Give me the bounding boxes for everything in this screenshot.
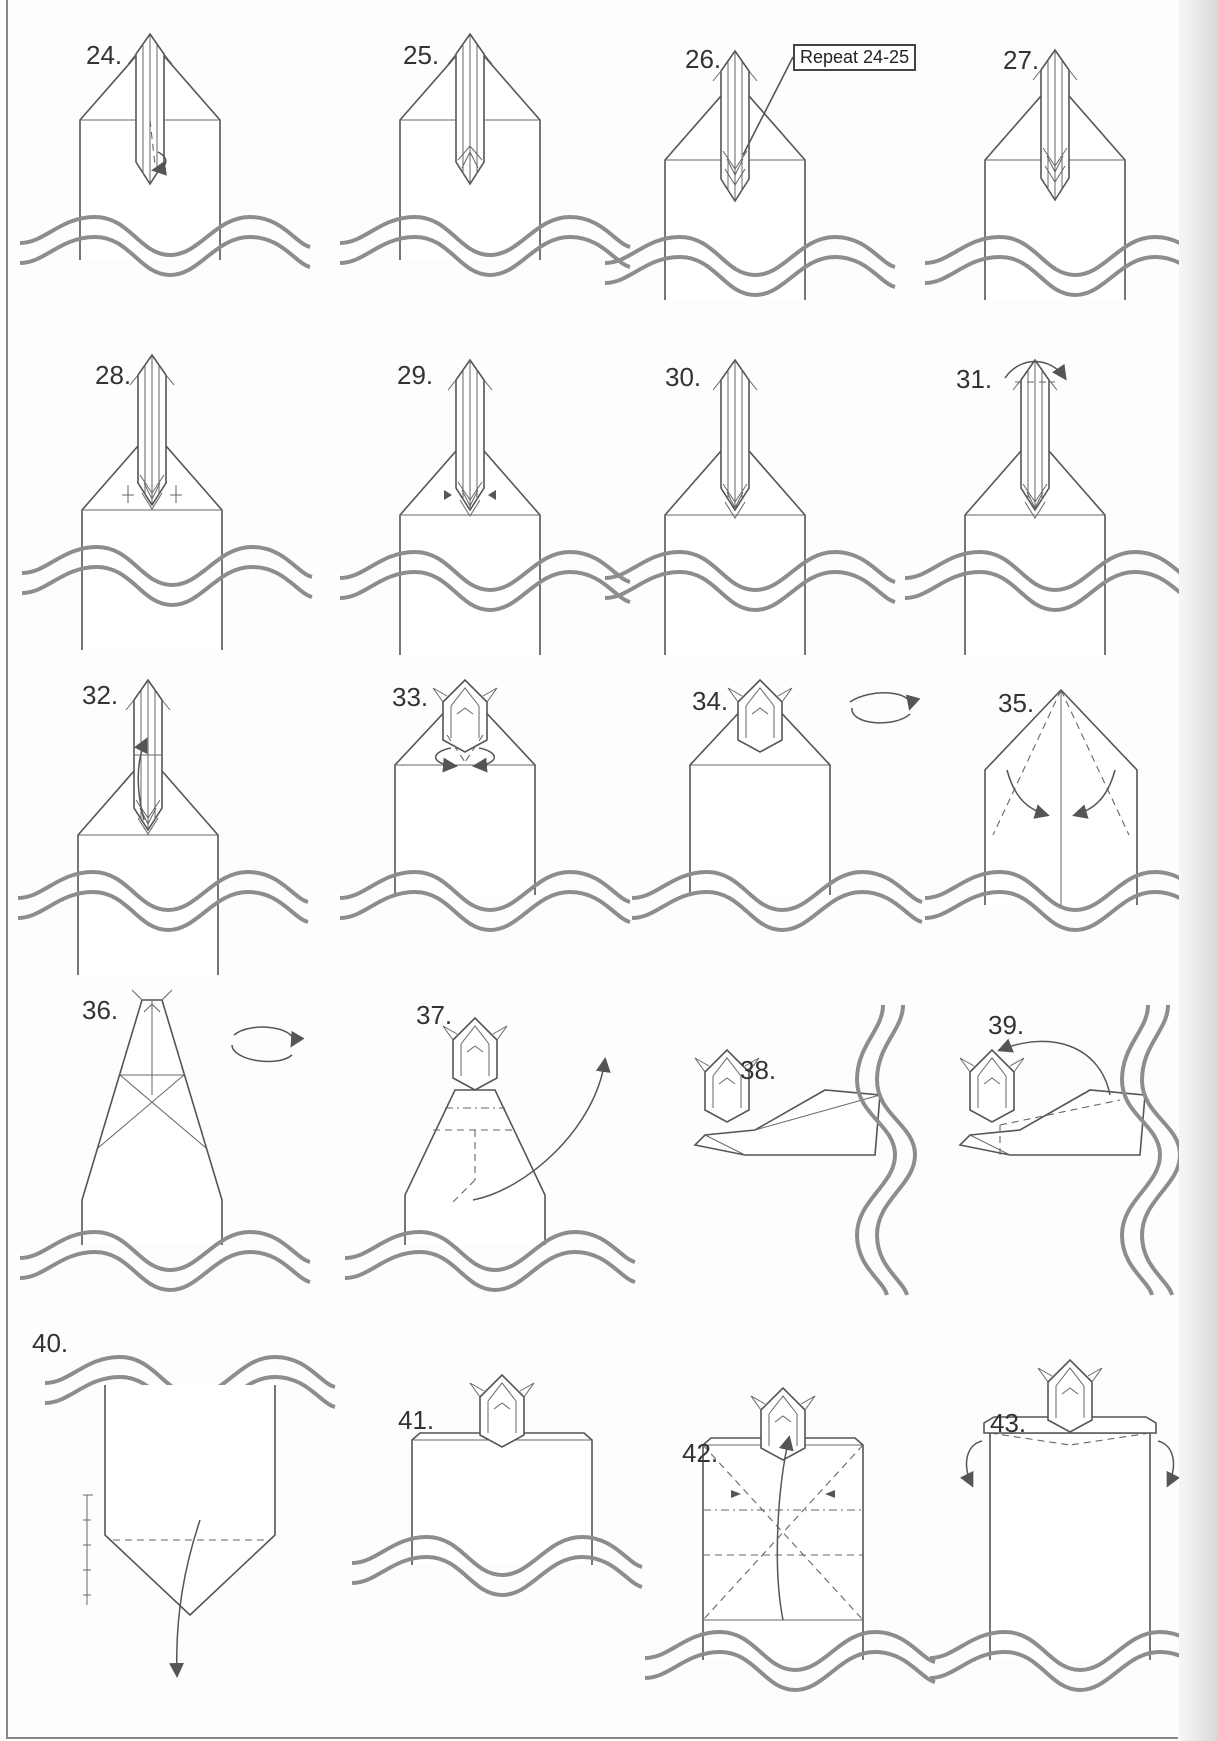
- step-number-28: 28.: [95, 360, 131, 391]
- step-number-26: 26.: [685, 44, 721, 75]
- scan-page-edge: [1179, 0, 1217, 1741]
- step-37-diagram: [405, 1018, 605, 1245]
- step-38-diagram: [695, 1050, 880, 1155]
- step-number-36: 36.: [82, 995, 118, 1026]
- step-number-27: 27.: [1003, 45, 1039, 76]
- step-number-31: 31.: [956, 364, 992, 395]
- step-40-diagram: [83, 1385, 275, 1675]
- step-number-37: 37.: [416, 1000, 452, 1031]
- step-number-41: 41.: [398, 1405, 434, 1436]
- step-number-30: 30.: [665, 362, 701, 393]
- step-number-35: 35.: [998, 688, 1034, 719]
- step-29-diagram: [400, 360, 540, 655]
- step-31-diagram: [965, 360, 1105, 655]
- step-number-33: 33.: [392, 682, 428, 713]
- step-number-40: 40.: [32, 1328, 68, 1359]
- step-number-32: 32.: [82, 680, 118, 711]
- step-number-43: 43.: [990, 1408, 1026, 1439]
- step-41-diagram: [412, 1375, 592, 1565]
- step-number-34: 34.: [692, 686, 728, 717]
- step-36-diagram: [82, 990, 293, 1245]
- step-28-diagram: [82, 355, 222, 650]
- repeat-callout: Repeat 24-25: [793, 44, 916, 71]
- step-number-38: 38.: [740, 1055, 776, 1086]
- step-number-24: 24.: [86, 40, 122, 71]
- step-43-diagram: [967, 1360, 1174, 1660]
- step-number-25: 25.: [403, 40, 439, 71]
- step-39-diagram: [960, 1041, 1145, 1155]
- step-30-diagram: [665, 360, 805, 655]
- step-number-39: 39.: [988, 1010, 1024, 1041]
- step-number-29: 29.: [397, 360, 433, 391]
- step-42-diagram: [703, 1388, 863, 1660]
- step-32-diagram: [78, 680, 218, 975]
- step-number-42: 42.: [682, 1438, 718, 1469]
